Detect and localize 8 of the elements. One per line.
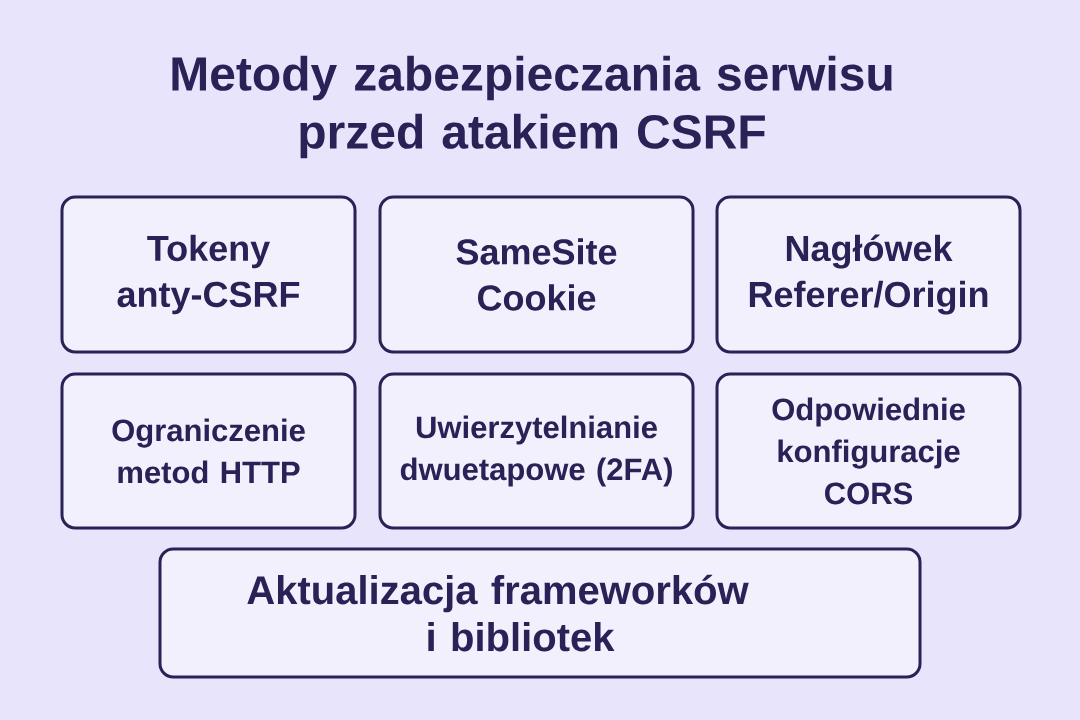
- method-box: Odpowiednie konfiguracje CORS: [715, 372, 1022, 530]
- method-box: Ograniczenie metod HTTP: [60, 372, 357, 530]
- method-box: Uwierzytelnianie dwuetapowe (2FA): [378, 372, 695, 530]
- method-box: SameSite Cookie: [378, 195, 695, 354]
- title: Metody zabezpieczania serwisu przed atakiem CSRF: [172, 55, 892, 159]
- method-box: Aktualizacja frameworków i bibliotek: [158, 547, 922, 679]
- method-box: Tokeny anty-CSRF: [60, 195, 357, 354]
- method-box: Nagłówek Referer/Origin: [715, 195, 1022, 354]
